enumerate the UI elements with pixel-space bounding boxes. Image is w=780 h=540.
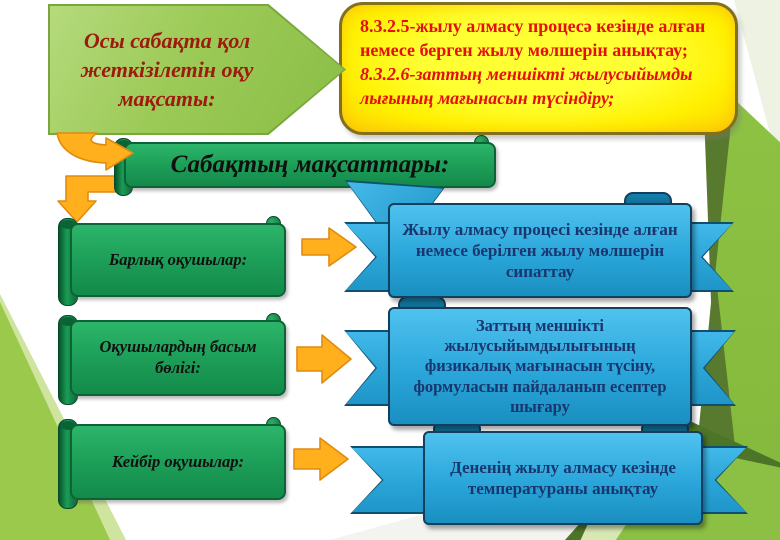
flow-arrow-1 [301,227,357,267]
lesson-objective-callout-text: Осы сабақта қол жеткізілетін оқу мақсаты… [80,27,254,112]
section-banner-text: Сабақтың мақсаттары: [124,142,496,188]
goal-text: Дененің жылу алмасу кезінде температуран… [423,431,703,525]
flow-arrow-3 [293,437,349,481]
lesson-objective-callout [48,4,346,135]
audience-label: Барлық оқушылар: [70,223,286,297]
objective-line-2: 8.3.2.6-заттың меншікті жылусыйымды лығы… [360,63,693,108]
audience-label: Кейбір оқушылар: [70,424,286,500]
curriculum-objectives-note: 8.3.2.5-жылу алмасу процесә кезінде алға… [339,2,738,135]
flow-arrow-2 [296,334,352,384]
goal-text: Заттың меншікті жылусыйымдылығының физик… [388,307,692,426]
objective-line-1: 8.3.2.5-жылу алмасу процесә кезінде алға… [360,16,706,60]
audience-label: Оқушылардың басым бөлігі: [70,320,286,396]
goal-text: Жылу алмасу процесі кезінде алған немесе… [388,203,692,298]
